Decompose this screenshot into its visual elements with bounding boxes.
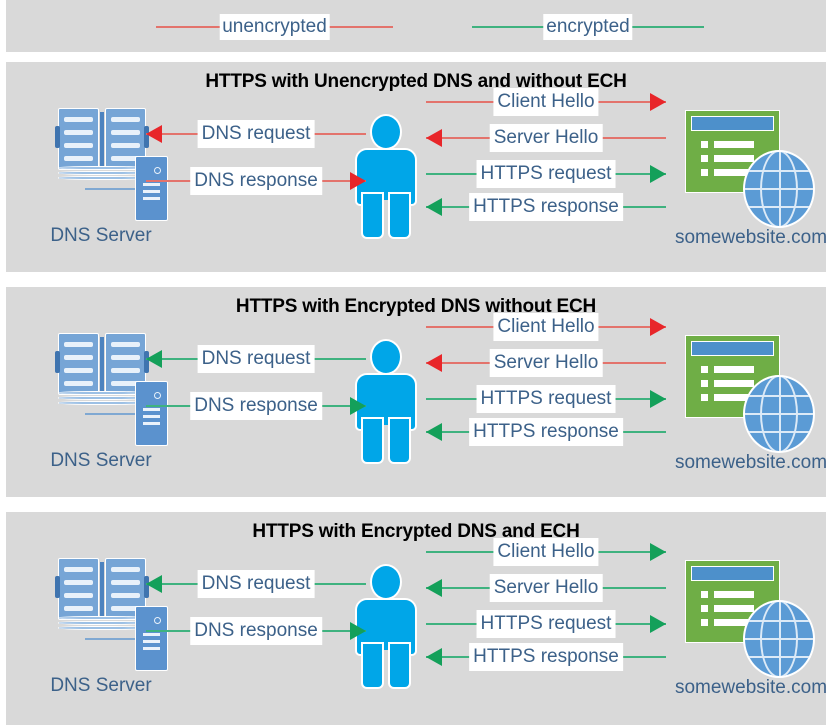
flow-arrow-server-hello: Server Hello: [426, 349, 666, 377]
book-icon: [55, 108, 149, 180]
diagram-panel-2: HTTPS with Encrypted DNS without ECH DNS …: [6, 287, 827, 497]
flow-arrow-dns-response: DNS response: [146, 617, 366, 645]
panel-title: HTTPS with Unencrypted DNS and without E…: [205, 71, 627, 92]
arrow-head-right: [650, 165, 666, 183]
flow-label: DNS response: [190, 392, 322, 420]
flow-label: DNS request: [197, 120, 315, 148]
arrow-head-right: [650, 543, 666, 561]
arrow-head-left: [146, 125, 162, 143]
flow-arrow-https-response: HTTPS response: [426, 418, 666, 446]
legend-item-unencrypted: unencrypted: [156, 0, 393, 52]
flow-arrow-https-request: HTTPS request: [426, 385, 666, 413]
website-label: somewebsite.com: [674, 677, 828, 698]
arrow-head-right: [650, 615, 666, 633]
panel-title: HTTPS with Encrypted DNS without ECH: [235, 296, 597, 317]
arrow-head-right: [650, 390, 666, 408]
globe-icon: [743, 375, 815, 453]
flow-arrow-dns-response: DNS response: [146, 167, 366, 195]
dns-server-icon: [28, 333, 198, 448]
dns-server-label: DNS Server: [50, 225, 152, 246]
globe-icon: [743, 150, 815, 228]
arrow-head-left: [146, 575, 162, 593]
flow-arrow-https-request: HTTPS request: [426, 160, 666, 188]
flow-arrow-server-hello: Server Hello: [426, 124, 666, 152]
server-tower-icon: [135, 381, 168, 446]
arrow-head-left: [426, 648, 442, 666]
dns-server-label: DNS Server: [50, 450, 152, 471]
flow-label: Server Hello: [489, 574, 603, 602]
flow-label: HTTPS request: [476, 160, 616, 188]
flow-arrow-client-hello: Client Hello: [426, 538, 666, 566]
dns-server-icon: [28, 558, 198, 673]
arrow-head-left: [426, 423, 442, 441]
server-tower-icon: [135, 156, 168, 221]
connector-line: [85, 413, 137, 415]
flow-label: DNS response: [190, 617, 322, 645]
arrow-head-right: [350, 397, 366, 415]
legend-item-encrypted: encrypted: [472, 0, 704, 52]
arrow-head-right: [350, 622, 366, 640]
arrow-head-right: [650, 93, 666, 111]
flow-arrow-client-hello: Client Hello: [426, 313, 666, 341]
arrow-head-right: [650, 318, 666, 336]
flow-label: HTTPS response: [469, 643, 623, 671]
flow-label: Server Hello: [489, 124, 603, 152]
diagram-panel-1: HTTPS with Unencrypted DNS and without E…: [6, 62, 827, 272]
flow-label: HTTPS response: [469, 193, 623, 221]
flow-label: HTTPS request: [476, 385, 616, 413]
connector-line: [85, 188, 137, 190]
flow-label: Server Hello: [489, 349, 603, 377]
flow-label: HTTPS request: [476, 610, 616, 638]
dns-server-label: DNS Server: [50, 675, 152, 696]
arrow-head-left: [426, 579, 442, 597]
legend-label-unencrypted: unencrypted: [219, 14, 330, 40]
user-person-icon: [355, 564, 417, 690]
connector-line: [85, 638, 137, 640]
legend-panel: unencrypted encrypted: [6, 0, 826, 52]
flow-label: HTTPS response: [469, 418, 623, 446]
website-icon: [685, 335, 817, 455]
book-icon: [55, 558, 149, 630]
flow-label: DNS request: [197, 570, 315, 598]
book-icon: [55, 333, 149, 405]
server-tower-icon: [135, 606, 168, 671]
flow-arrow-server-hello: Server Hello: [426, 574, 666, 602]
arrow-head-left: [426, 129, 442, 147]
globe-icon: [743, 600, 815, 678]
arrow-head-left: [146, 350, 162, 368]
flow-arrow-https-request: HTTPS request: [426, 610, 666, 638]
flow-label: DNS request: [197, 345, 315, 373]
diagram-panel-3: HTTPS with Encrypted DNS and ECH DNS Serv…: [6, 512, 827, 725]
legend-label-encrypted: encrypted: [543, 14, 633, 40]
flow-label: Client Hello: [493, 538, 599, 566]
website-icon: [685, 110, 817, 230]
flow-arrow-dns-response: DNS response: [146, 392, 366, 420]
website-label: somewebsite.com: [674, 227, 828, 248]
flow-arrow-https-response: HTTPS response: [426, 193, 666, 221]
flow-arrow-client-hello: Client Hello: [426, 88, 666, 116]
flow-label: Client Hello: [493, 313, 599, 341]
panel-title: HTTPS with Encrypted DNS and ECH: [252, 521, 580, 542]
flow-arrow-https-response: HTTPS response: [426, 643, 666, 671]
flow-label: Client Hello: [493, 88, 599, 116]
flow-arrow-dns-request: DNS request: [146, 345, 366, 373]
arrow-head-left: [426, 354, 442, 372]
flow-arrow-dns-request: DNS request: [146, 120, 366, 148]
arrow-head-right: [350, 172, 366, 190]
website-label: somewebsite.com: [674, 452, 828, 473]
flow-arrow-dns-request: DNS request: [146, 570, 366, 598]
website-icon: [685, 560, 817, 680]
dns-server-icon: [28, 108, 198, 223]
arrow-head-left: [426, 198, 442, 216]
flow-label: DNS response: [190, 167, 322, 195]
browser-window-icon: [685, 560, 780, 643]
